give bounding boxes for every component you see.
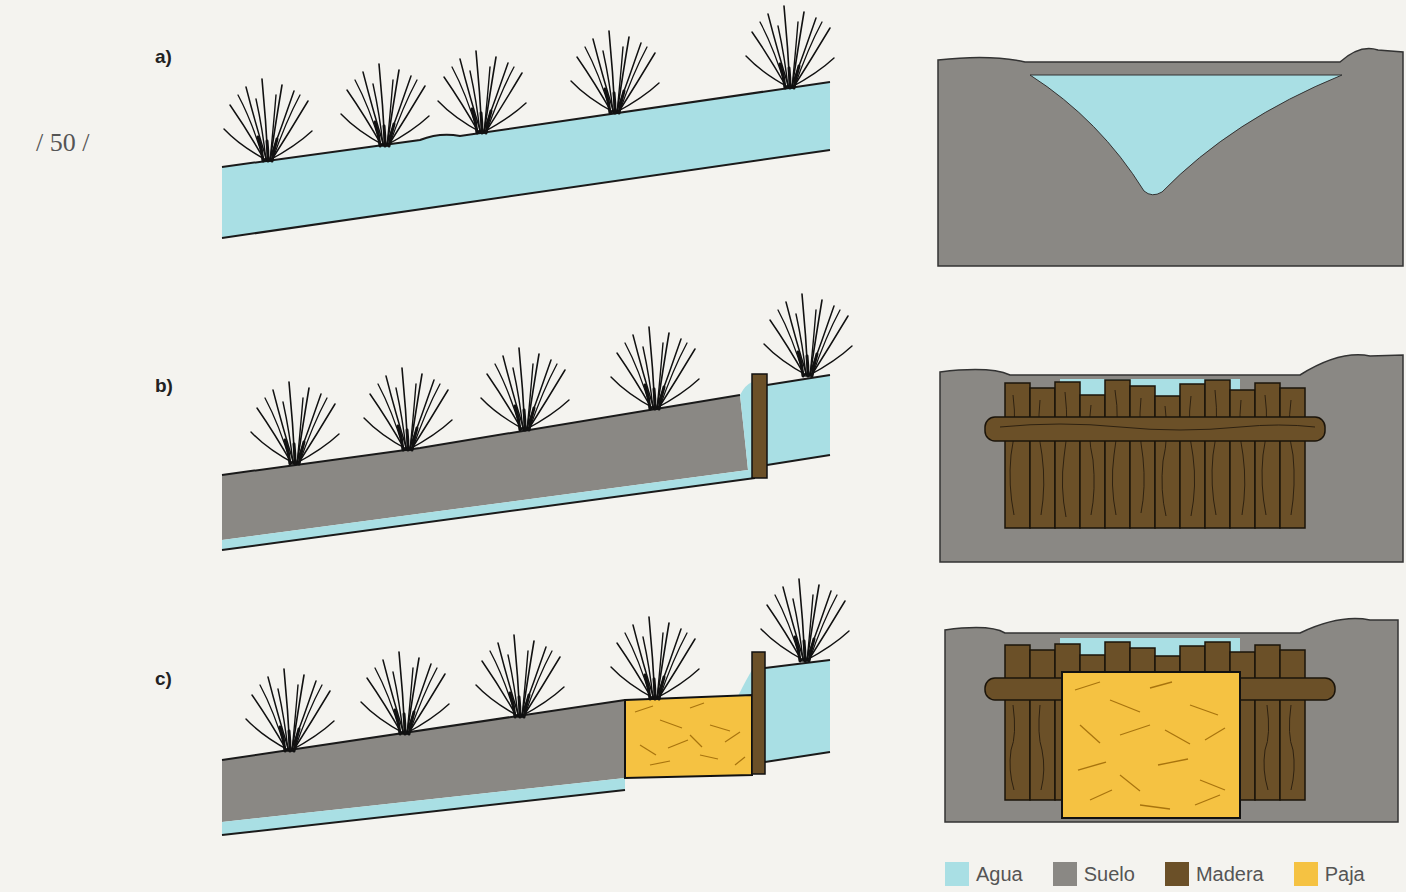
legend-swatch	[1165, 862, 1189, 886]
grass-tuft	[481, 348, 569, 430]
water	[1030, 75, 1342, 195]
grass-tuft	[251, 382, 339, 464]
straw-texture	[635, 703, 745, 765]
channel-edge	[222, 478, 755, 550]
grass-tuft	[761, 579, 849, 661]
panel-letter: a)	[155, 46, 172, 68]
water-under	[222, 470, 755, 550]
legend-swatch	[945, 862, 969, 886]
grass-tuft	[246, 669, 334, 751]
wooden-planks	[1005, 380, 1305, 528]
grass-tuft	[571, 31, 659, 113]
legend-swatch	[1294, 862, 1318, 886]
soil	[945, 619, 1398, 822]
label-anchor: / 50 /	[36, 128, 89, 158]
side-view-a	[222, 6, 834, 238]
panel-letter: c)	[155, 668, 172, 690]
channel-edge	[765, 752, 830, 762]
legend-swatch	[1053, 862, 1077, 886]
grass-tuft	[611, 327, 699, 409]
grass-tuft	[611, 617, 699, 699]
crossbeam	[985, 417, 1325, 441]
legend-text: Agua	[976, 863, 1023, 886]
legend-item: Suelo	[1053, 862, 1135, 886]
grass-tuft	[224, 79, 312, 161]
legend-text: Suelo	[1084, 863, 1135, 886]
side-view-c	[222, 579, 849, 835]
water-pooled	[738, 670, 752, 696]
legend-text: Paja	[1325, 863, 1365, 886]
legend-item: Madera	[1165, 862, 1264, 886]
channel-edge	[767, 375, 830, 385]
water-under	[222, 778, 625, 835]
water-upstream	[765, 660, 830, 762]
grass-tuft	[341, 64, 429, 146]
wood-grain	[1010, 390, 1294, 517]
grass-tuft	[764, 294, 852, 376]
soil	[940, 355, 1403, 562]
panel-letter: b)	[155, 375, 173, 397]
legend-item: Paja	[1294, 862, 1365, 886]
straw-texture	[1075, 682, 1225, 809]
cross-section-a	[938, 49, 1403, 267]
legend-item: Agua	[945, 862, 1023, 886]
grass-tuft	[361, 652, 449, 734]
cross-section-c	[945, 619, 1398, 822]
water-upstream	[767, 375, 830, 465]
water-pooled	[740, 382, 752, 478]
legend: Agua Suelo Madera Paja	[945, 862, 1395, 886]
cross-section-b	[940, 355, 1403, 562]
wooden-post	[752, 652, 765, 774]
legend-text: Madera	[1196, 863, 1264, 886]
channel-edge	[222, 150, 830, 238]
channel-edge	[222, 790, 625, 835]
label-anchor: c)	[155, 668, 172, 690]
label-anchor: a)	[155, 46, 172, 68]
label-anchor: b)	[155, 375, 173, 397]
channel-edge	[767, 455, 830, 465]
straw-bale	[1062, 672, 1240, 818]
wooden-post	[752, 374, 767, 478]
wood-grain	[1000, 424, 1315, 430]
straw-bale	[625, 695, 752, 778]
channel-edge	[765, 660, 830, 668]
grass-tuft	[438, 51, 526, 133]
water-channel	[222, 82, 830, 238]
soil	[938, 49, 1403, 267]
grass-tuft	[364, 368, 452, 450]
grass-tuft	[746, 6, 834, 88]
channel-edge	[222, 82, 830, 167]
page-number: / 50 /	[36, 128, 89, 158]
grass-tuft	[476, 635, 564, 717]
side-view-b	[222, 294, 852, 550]
